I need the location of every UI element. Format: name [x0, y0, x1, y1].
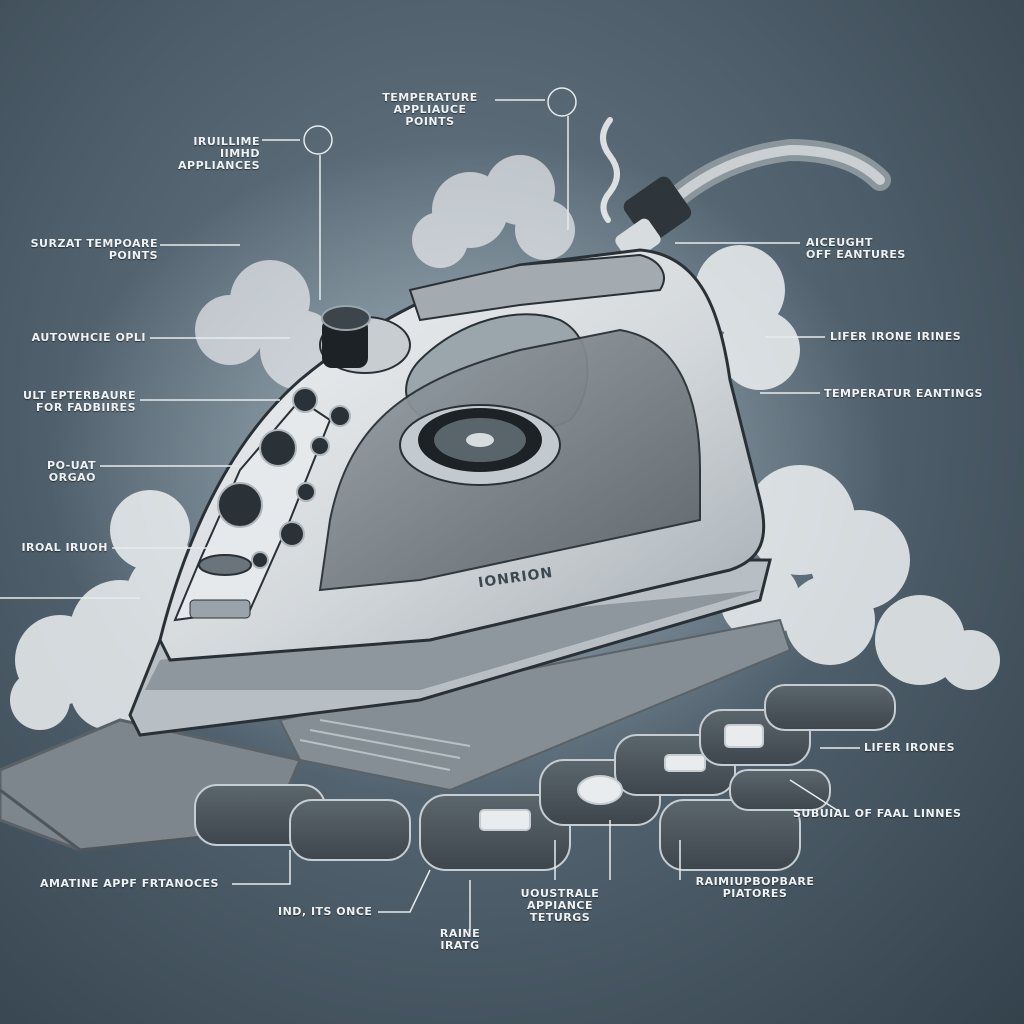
label-autowhcie-opli: AUTOWHCIE OPLI: [31, 331, 146, 344]
label-lifer-irone-irines: LIFER IRONE IRINES: [830, 330, 962, 343]
label-uoustrale-appiance-teturgs: UOUSTRALE APPIANCE TETURGS: [520, 887, 600, 924]
label-aiceught-off-eantures: AICEUGHT OFF EANTURES: [806, 236, 906, 261]
label-raine-iratg: RAINE IRATG: [439, 927, 481, 952]
control-buttons: [217, 387, 351, 569]
feature-pads: [194, 684, 896, 871]
indicator-circle-icon: [547, 87, 577, 117]
label-temperatur-eantings: TEMPERATUR EANTINGS: [824, 387, 983, 400]
label-lifer-irones: LIFER IRONES: [864, 741, 955, 754]
label-temperature-appliance-points: TEMPERATURE APPLIAUCE POINTS: [382, 91, 478, 128]
label-iroal-iruoh: IROAL IRUOH: [21, 541, 108, 554]
label-ult-epterbaure: ULT EPTERBAURE FOR FADBIIRES: [23, 389, 136, 414]
temperature-knob: [319, 305, 411, 374]
feature-pad-icon: [289, 799, 411, 861]
feature-pad-icon: [729, 769, 831, 811]
dial-icon: [399, 404, 561, 486]
steam-icon: [600, 117, 620, 223]
power-cord: [615, 138, 891, 262]
label-appliances: IRUILLIME IIMHD APPLIANCES: [178, 135, 260, 172]
steam-iron: [128, 248, 772, 737]
label-raimiupbopbare-piatores: RAIMIUPBOPBARE PIATORES: [695, 875, 815, 900]
feature-pad-icon: [764, 684, 896, 731]
label-ind-its-once: IND, ITS ONCE: [278, 905, 373, 918]
label-amatine-appf-frtanoces: AMATINE APPF FRTANOCES: [40, 877, 219, 890]
label-subuial-of-faal-linnes: SUBUIAL OF FAAL LINNES: [793, 807, 962, 820]
label-po-uat-orgao: PO-UAT ORGAO: [47, 459, 96, 484]
feature-pad-icon: [419, 794, 571, 871]
label-surzat-tempoare-points: SURZAT TEMPOARE POINTS: [30, 237, 158, 262]
leader-lines: [0, 87, 860, 930]
feature-pad-icon: [659, 799, 801, 871]
cloud-top: [412, 155, 575, 268]
